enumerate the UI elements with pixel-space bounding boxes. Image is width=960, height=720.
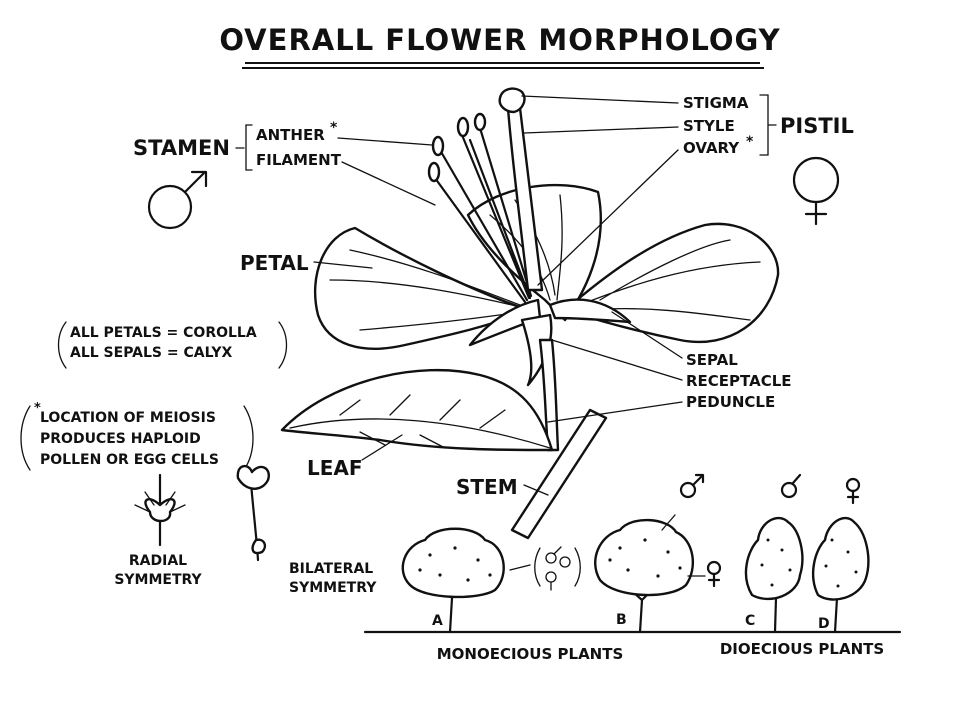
pointer-peduncle [547, 401, 683, 423]
note-meiosis-line-2: PRODUCES HAPLOID [40, 431, 201, 447]
label-sepal: SEPAL [686, 351, 738, 369]
label-monoecious: MONOECIOUS PLANTS [437, 645, 624, 663]
filaments [433, 126, 533, 304]
plant-letter-a: A [432, 613, 443, 629]
meiosis-paren-right [243, 405, 254, 471]
sepal-center [520, 313, 553, 387]
male-female-small-icon-a [545, 546, 571, 591]
note-meiosis-line-3: POLLEN OR EGG CELLS [40, 452, 219, 468]
label-peduncle: PEDUNCLE [686, 393, 775, 411]
note-meiosis-asterisk: * [34, 401, 41, 416]
stamen-bracket [235, 124, 253, 171]
plant-letter-b: B [616, 612, 627, 628]
male-small-icon-b [679, 473, 705, 499]
label-stamen: STAMEN [133, 136, 230, 160]
anther-2 [456, 116, 470, 138]
female-symbol-icon [792, 156, 840, 226]
label-filament: FILAMENT [256, 151, 342, 169]
tree-c [744, 516, 804, 634]
label-ovary-asterisk: * [746, 134, 754, 150]
pointer-receptacle [551, 339, 683, 381]
radial-label-2: SYMMETRY [114, 572, 202, 588]
radial-label-1: RADIAL [129, 553, 187, 569]
pointer-anther [337, 137, 433, 146]
pistil-stigma [498, 87, 526, 114]
pointer-filament [341, 161, 436, 206]
radial-flower-sketch [134, 473, 186, 547]
sepal-right [548, 298, 632, 324]
label-stem: STEM [456, 475, 518, 499]
female-small-icon-d [845, 477, 861, 505]
label-anther: ANTHER [256, 126, 325, 144]
corolla-paren-left [57, 321, 67, 369]
pointer-stigma [521, 95, 679, 104]
tree-a [401, 527, 505, 634]
pointer-leaf [361, 434, 403, 461]
anther-3 [473, 112, 487, 132]
meiosis-paren-left [20, 405, 31, 471]
tree-b [594, 514, 706, 634]
flower-illustration [280, 87, 780, 540]
label-style: STYLE [683, 117, 735, 135]
label-leaf: LEAF [307, 456, 363, 480]
anther-1 [431, 135, 445, 157]
label-dioecious: DIOECIOUS PLANTS [720, 640, 884, 658]
anther-4 [427, 161, 441, 183]
label-anther-asterisk: * [330, 120, 338, 136]
pistil-style [506, 106, 544, 292]
corolla-paren-right [278, 321, 288, 369]
bisexual-bracket-a [509, 547, 581, 587]
plant-letter-c: C [745, 613, 755, 629]
pointer-sepal [611, 311, 683, 359]
bilateral-flower-sketch [236, 464, 270, 562]
main-stem [510, 408, 608, 540]
pistil-bracket [759, 94, 777, 156]
note-corolla: ALL PETALS = COROLLA [70, 325, 257, 341]
leaf [280, 368, 554, 452]
male-symbol-icon [147, 170, 208, 230]
note-calyx: ALL SEPALS = CALYX [70, 345, 232, 361]
female-small-icon-b [706, 560, 722, 588]
pointer-style [523, 126, 679, 134]
note-meiosis-line-1: LOCATION OF MEIOSIS [40, 410, 216, 426]
label-ovary: OVARY [683, 139, 740, 157]
male-small-icon-c [780, 473, 802, 499]
plant-letter-d: D [818, 616, 830, 632]
pointer-petal [313, 261, 373, 269]
label-stigma: STIGMA [683, 94, 749, 112]
label-pistil: PISTIL [780, 114, 854, 138]
diagram-title: OVERALL FLOWER MORPHOLOGY [219, 23, 780, 57]
tree-d [811, 516, 870, 634]
label-receptacle: RECEPTACLE [686, 372, 792, 390]
bilateral-label-1: BILATERAL [289, 561, 373, 577]
pointer-ovary [537, 149, 679, 286]
pointer-stem [523, 484, 549, 496]
label-petal: PETAL [240, 251, 309, 275]
peduncle [538, 338, 560, 452]
bilateral-label-2: SYMMETRY [289, 580, 377, 596]
